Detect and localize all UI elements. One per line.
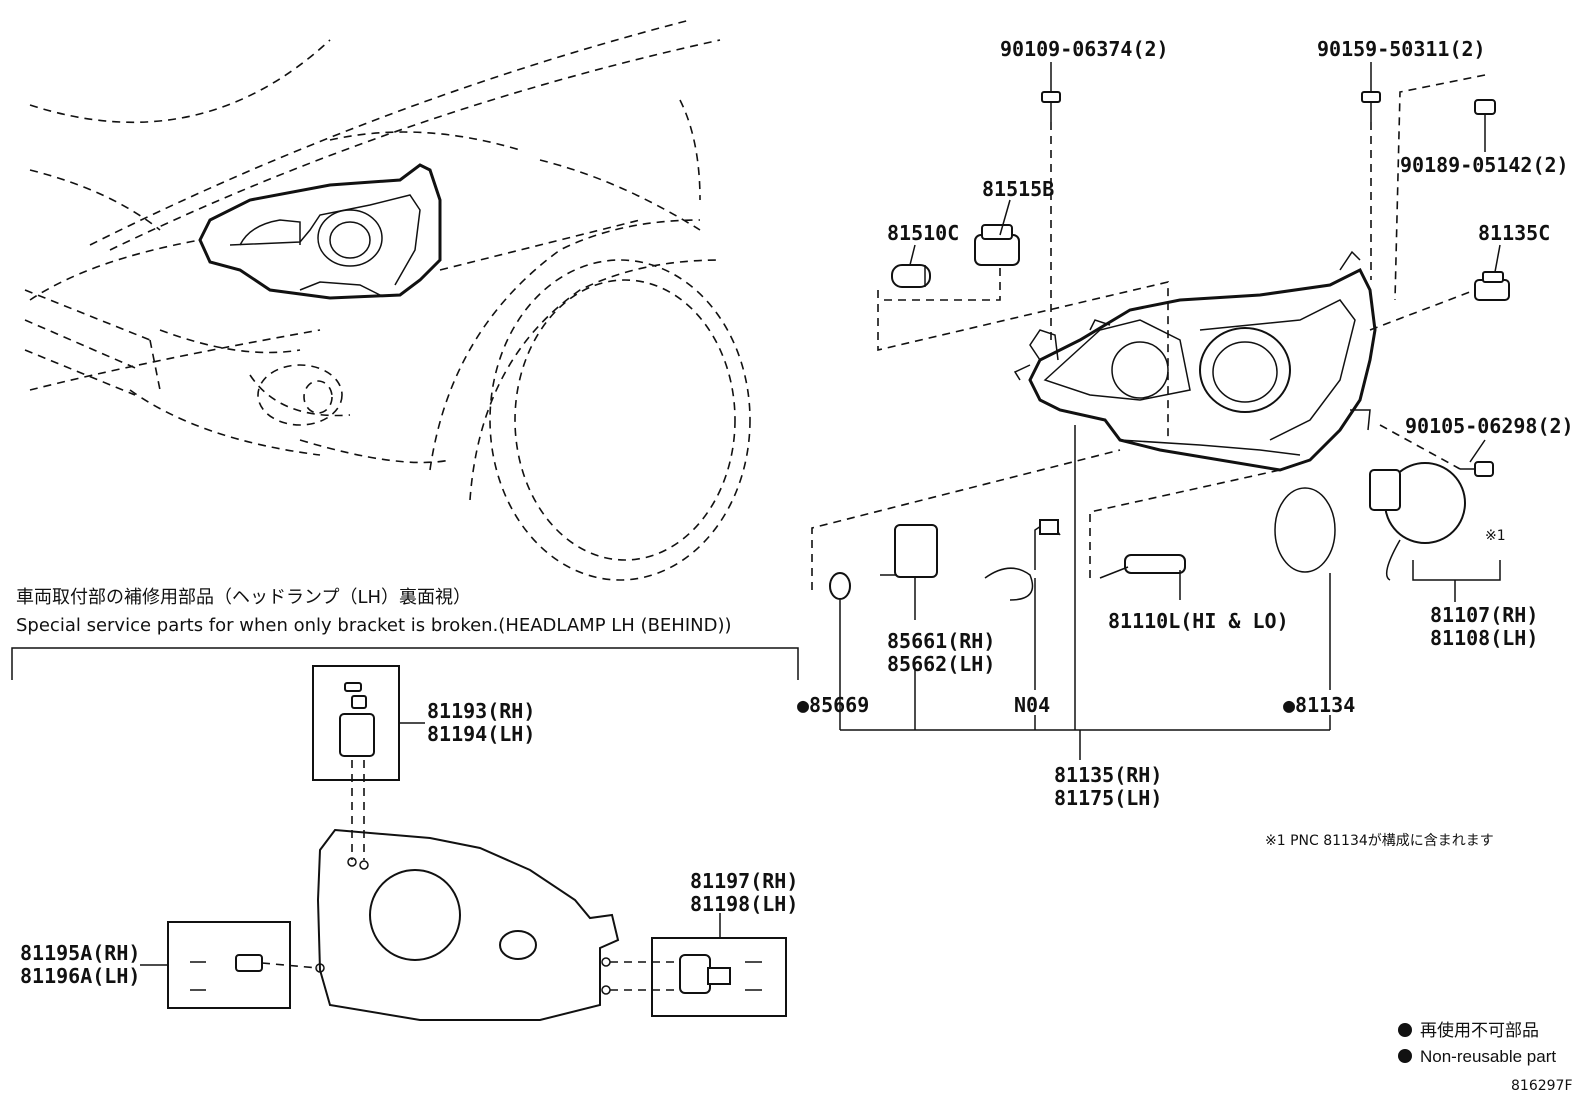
label-85662: 85662(LH) [887,652,995,676]
label-81195a: 81195A(RH) [20,941,140,965]
label-90105: 90105-06298(2) [1405,414,1574,438]
label-81196a: 81196A(LH) [20,964,140,988]
label-81110l: 81110L(HI & LO) [1108,609,1289,633]
label-81193: 81193(RH) [427,699,535,723]
wire-n04 [984,518,1061,601]
label-90189: 90189-05142(2) [1400,153,1569,177]
note-jp: 車両取付部の補修用部品（ヘッドランプ（LH）裏面視） [16,587,471,608]
note-en: Special service parts for when only brac… [16,615,732,636]
actuator-85661 [880,524,938,578]
bulb-81510c [891,264,931,288]
label-85669: ●85669 [797,693,869,717]
legend-en: Non-reusable part [1420,1047,1556,1066]
o-ring-81134 [1274,487,1336,573]
bullet-icon [1398,1023,1412,1037]
label-81135c: 81135C [1478,221,1550,245]
label-81175: 81175(LH) [1054,786,1162,810]
label-81135: 81135(RH) [1054,763,1162,787]
label-81108: 81108(LH) [1430,626,1538,650]
screw-90159 [1361,91,1381,122]
socket-81135c [1474,271,1510,301]
screw-90109 [1041,91,1061,122]
footnote: ※1 PNC 81134が構成に含まれます [1265,833,1494,849]
label-81197: 81197(RH) [690,869,798,893]
socket-81515b [974,224,1020,266]
label-90109: 90109-06374(2) [1000,37,1169,61]
label-81515b: 81515B [982,177,1054,201]
screw-90105 [1460,461,1494,477]
bulb-81110l [1099,554,1186,579]
bracket-section [11,647,799,1021]
legend: 再使用不可部品 Non-reusable part [1398,1020,1556,1066]
leader-lines [839,62,1501,760]
label-n04: N04 [1014,693,1050,717]
clip-90189 [1474,99,1496,128]
label-81198: 81198(LH) [690,892,798,916]
gasket-85669 [829,572,851,600]
mark-note1: ※1 [1485,528,1506,544]
part-labels: 90109-06374(2) 90159-50311(2) 90189-0514… [20,37,1574,988]
label-85661: 85661(RH) [887,629,995,653]
diagram-id: 816297F [1511,1078,1573,1094]
ballast-81107 [1369,462,1466,581]
label-81107: 81107(RH) [1430,603,1538,627]
car-front-illustration [24,19,751,581]
label-81134: ●81134 [1283,693,1355,717]
car-headlamp-location [198,163,442,300]
legend-jp: 再使用不可部品 [1420,1020,1539,1040]
label-81510c: 81510C [887,221,959,245]
headlamp-assembly [1013,250,1377,472]
label-90159: 90159-50311(2) [1317,37,1486,61]
bullet-icon [1398,1049,1412,1063]
connection-lines [811,74,1486,590]
label-81194: 81194(LH) [427,722,535,746]
